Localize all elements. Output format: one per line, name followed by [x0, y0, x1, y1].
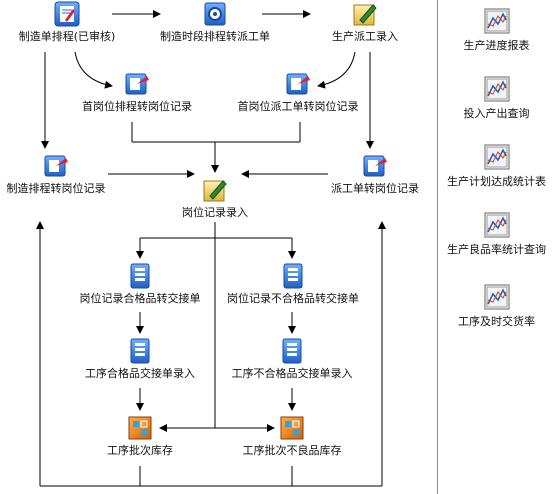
- report-plan-achievement[interactable]: 生产计划达成统计表: [440, 142, 553, 189]
- book-icon: [282, 338, 302, 364]
- node-label: 工序批次不良品库存: [242, 444, 342, 457]
- report-progress[interactable]: 生产进度报表: [440, 6, 553, 53]
- transfer-icon: [363, 155, 387, 177]
- form-pen-icon: [54, 1, 80, 27]
- node-label: 岗位记录录入: [182, 206, 248, 219]
- node-label: 制造单排程(已审核): [18, 30, 116, 43]
- node-first-post-schedule[interactable]: 首岗位排程转岗位记录: [72, 70, 202, 114]
- pencil-doc-icon: [353, 4, 377, 26]
- chart-report-icon: [484, 76, 509, 102]
- node-label: 工序批次库存: [107, 444, 173, 457]
- report-label: 工序及时交货率: [458, 315, 535, 328]
- node-batch-defect-stock[interactable]: 工序批次不良品库存: [230, 414, 354, 458]
- chart-report-icon: [484, 284, 509, 310]
- report-label: 投入产出查询: [463, 107, 530, 120]
- transfer-icon: [286, 73, 310, 95]
- pencil-doc-icon: [203, 180, 227, 202]
- chart-report-icon: [484, 8, 509, 34]
- node-label: 首岗位派工单转岗位记录: [237, 100, 359, 113]
- node-period-schedule[interactable]: 制造时段排程转派工单: [150, 0, 280, 44]
- report-label: 生产计划达成统计表: [447, 175, 546, 188]
- gear-doc-icon: [204, 2, 226, 26]
- book-icon: [130, 263, 150, 289]
- node-label: 派工单转岗位记录: [331, 182, 419, 195]
- node-batch-stock[interactable]: 工序批次库存: [90, 414, 190, 458]
- node-label: 首岗位排程转岗位记录: [82, 100, 192, 113]
- panel-divider: [437, 0, 438, 494]
- report-yield-rate[interactable]: 生产良品率统计查询: [440, 210, 553, 257]
- puzzle-icon: [128, 416, 152, 440]
- node-label: 生产派工录入: [332, 30, 398, 43]
- node-pass-transfer[interactable]: 岗位记录合格品转交接单: [68, 262, 212, 306]
- book-icon: [283, 263, 303, 289]
- book-icon: [130, 338, 150, 364]
- report-ontime-delivery[interactable]: 工序及时交货率: [440, 282, 553, 329]
- node-label: 工序不合格品交接单录入: [231, 367, 353, 380]
- node-order-to-post[interactable]: 制造排程转岗位记录: [0, 152, 112, 196]
- report-label: 生产良品率统计查询: [447, 243, 546, 256]
- node-label: 岗位记录不合格品转交接单: [227, 292, 359, 305]
- transfer-icon: [125, 73, 149, 95]
- puzzle-icon: [280, 416, 304, 440]
- node-production-dispatch[interactable]: 生产派工录入: [310, 0, 420, 44]
- node-post-record-entry[interactable]: 岗位记录录入: [170, 176, 260, 220]
- node-label: 工序合格品交接单录入: [85, 367, 195, 380]
- chart-report-icon: [484, 212, 509, 238]
- node-order-schedule[interactable]: 制造单排程(已审核): [2, 0, 132, 44]
- report-input-output[interactable]: 投入产出查询: [440, 74, 553, 121]
- node-fail-handover[interactable]: 工序不合格品交接单录入: [222, 337, 362, 381]
- node-label: 制造时段排程转派工单: [160, 30, 270, 43]
- transfer-icon: [44, 155, 68, 177]
- node-label: 制造排程转岗位记录: [6, 182, 106, 195]
- node-dispatch-to-post[interactable]: 派工单转岗位记录: [325, 152, 425, 196]
- node-label: 岗位记录合格品转交接单: [79, 292, 201, 305]
- node-pass-handover[interactable]: 工序合格品交接单录入: [74, 337, 206, 381]
- node-fail-transfer[interactable]: 岗位记录不合格品转交接单: [218, 262, 368, 306]
- report-label: 生产进度报表: [463, 39, 530, 52]
- node-first-post-dispatch[interactable]: 首岗位派工单转岗位记录: [228, 70, 368, 114]
- chart-report-icon: [484, 144, 509, 170]
